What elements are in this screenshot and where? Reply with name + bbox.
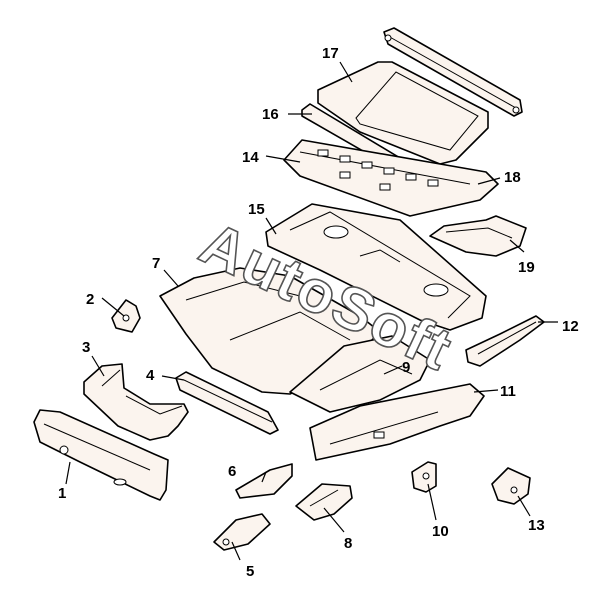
part-13-bracket (491, 467, 531, 505)
part-rear-rail (383, 27, 523, 117)
leader-lines (65, 61, 558, 561)
label-11: 11 (500, 383, 516, 400)
label-1: 1 (58, 485, 66, 502)
label-14: 14 (242, 149, 259, 166)
part-12-side-rail (465, 315, 545, 367)
part-17-parcel-shelf (317, 61, 489, 165)
label-6: 6 (228, 463, 236, 480)
part-2-bracket (111, 299, 141, 333)
label-16: 16 (262, 106, 279, 123)
part-14-cross-panel (283, 139, 499, 217)
label-9: 9 (402, 359, 410, 376)
callout-numbers: 17 16 14 18 15 19 7 2 12 3 4 9 11 1 6 5 … (58, 45, 579, 580)
label-10: 10 (432, 523, 449, 540)
part-3-side-box (83, 363, 189, 441)
label-15: 15 (248, 201, 265, 218)
label-17: 17 (322, 45, 339, 62)
part-4-crossmember (175, 371, 279, 435)
label-19: 19 (518, 259, 535, 276)
label-2: 2 (86, 291, 94, 308)
part-15-seat-pan (265, 203, 487, 331)
label-5: 5 (246, 563, 254, 580)
part-1-rear-panel (33, 409, 169, 501)
part-5-bracket (213, 513, 271, 551)
label-7: 7 (152, 255, 160, 272)
label-12: 12 (562, 318, 579, 335)
part-19-bracket (429, 215, 527, 257)
part-6-bracket (235, 463, 293, 499)
part-9-floor-section (289, 335, 431, 413)
part-10-bracket (411, 461, 437, 493)
label-8: 8 (344, 535, 352, 552)
label-18: 18 (504, 169, 521, 186)
label-3: 3 (82, 339, 90, 356)
part-8-bracket (295, 483, 353, 521)
part-11-long-member (309, 383, 485, 461)
label-13: 13 (528, 517, 545, 534)
label-4: 4 (146, 367, 155, 384)
